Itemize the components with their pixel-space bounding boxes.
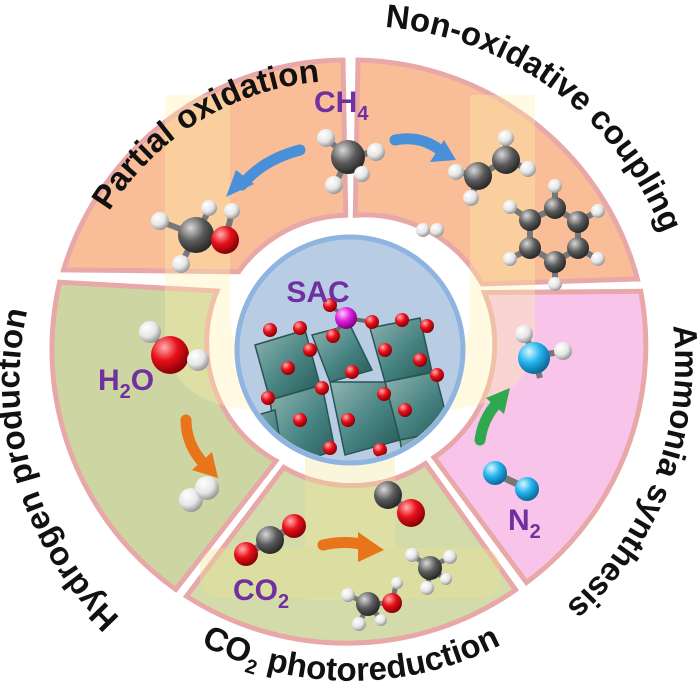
n2-label: N2 <box>508 504 541 543</box>
sector-co2-photoreduction-wedge <box>182 460 520 646</box>
arrow-co2-to-products <box>317 532 384 562</box>
sac-center: SAC <box>234 234 466 466</box>
co2-label: CO2 <box>233 574 289 613</box>
benzene-molecule <box>503 179 605 291</box>
methanol-molecule <box>151 200 240 273</box>
sac-label: SAC <box>286 276 349 309</box>
sector-co2-photoreduction <box>182 460 520 646</box>
sector-hydrogen-production-wedge <box>49 279 280 593</box>
arrow-ch4-to-coupling <box>389 133 456 162</box>
ammonia-molecule <box>515 325 572 379</box>
sector-ammonia-synthesis <box>430 288 649 587</box>
support-lattice <box>240 298 456 460</box>
arrow-h2o-to-h2 <box>180 414 218 478</box>
co2-molecule <box>234 514 306 566</box>
methane-product-molecule <box>405 548 457 595</box>
co-molecule <box>374 481 425 527</box>
h2-molecule-top <box>416 223 444 237</box>
sector-ammonia-synthesis-wedge <box>430 288 649 587</box>
methane-molecule <box>317 129 385 194</box>
arrow-ch4-to-methanol <box>226 144 306 197</box>
arrow-n2-to-nh3 <box>474 388 510 446</box>
ethylene-molecule <box>448 130 536 206</box>
sector-hydrogen-production <box>49 279 280 593</box>
h2-molecule <box>179 476 219 512</box>
ch4-label: CH4 <box>314 86 369 125</box>
h2o-label: H2O <box>98 364 154 403</box>
sector-partial-oxidation <box>60 57 349 275</box>
water-molecule <box>139 321 209 374</box>
n2-molecule <box>483 461 539 501</box>
sector-partial-oxidation-wedge <box>60 57 349 275</box>
methanol-product-molecule <box>341 577 403 631</box>
